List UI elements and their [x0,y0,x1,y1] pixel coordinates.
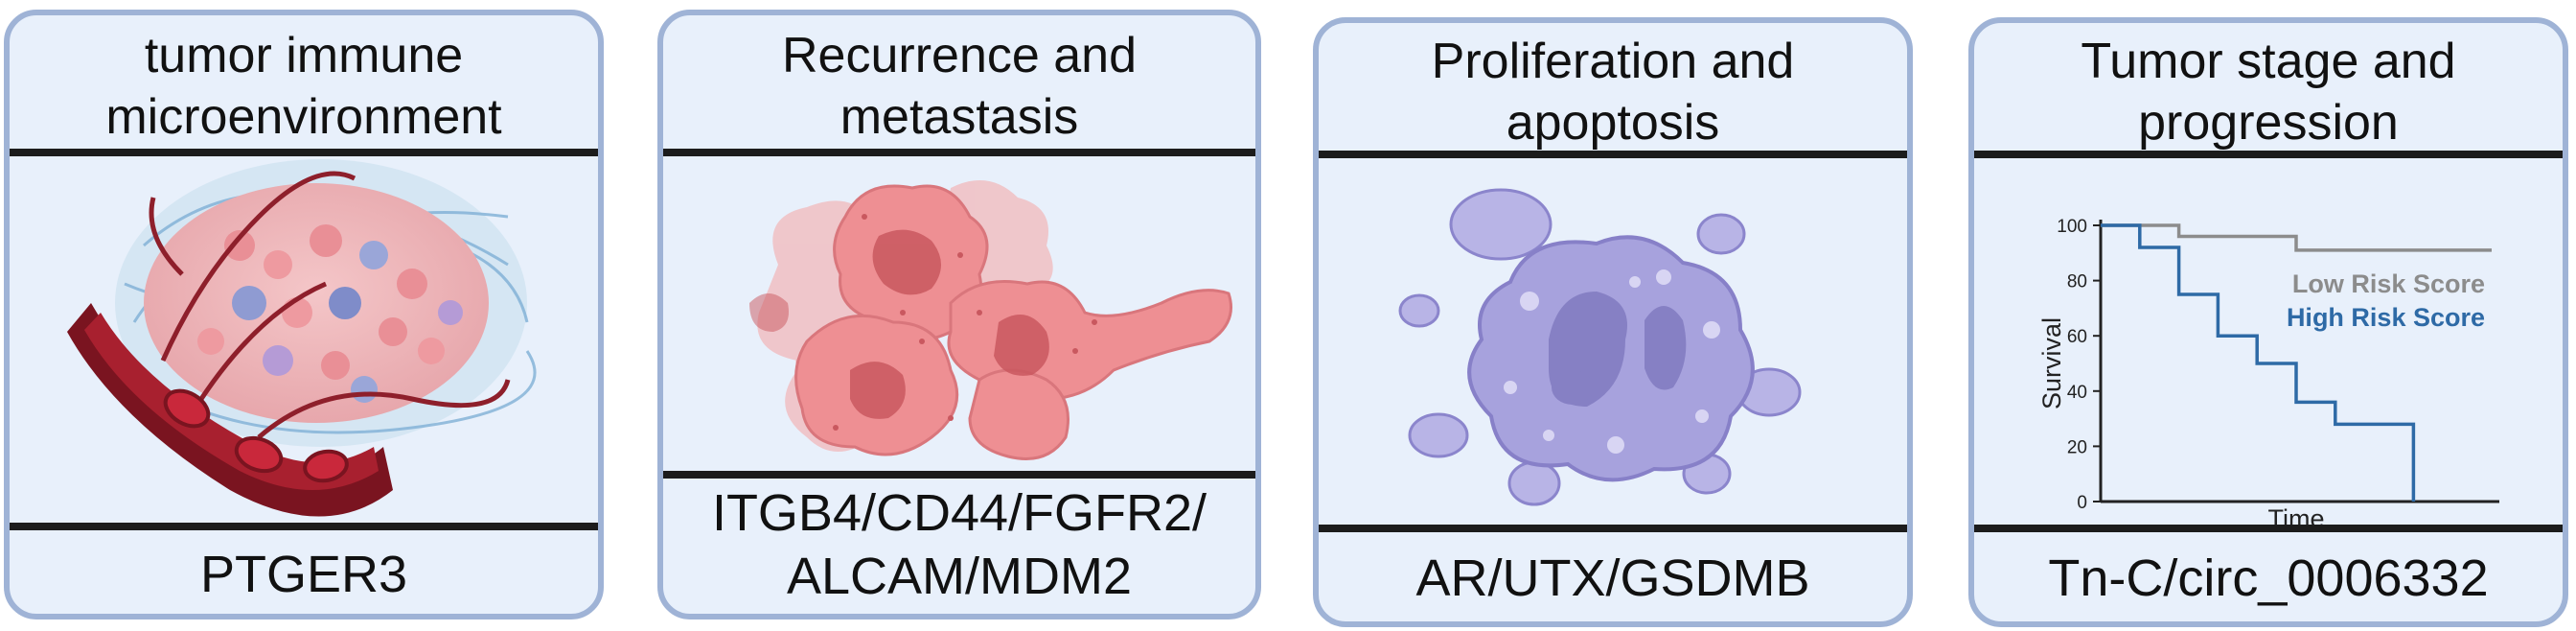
divider-bottom [1319,525,1907,532]
y-tick-label: 80 [2067,272,2087,292]
y-tick-label: 40 [2067,383,2087,403]
panel-tumor-stage-progression: Tumor stage and progression 0 20 40 60 80 100… [1968,17,2568,627]
y-tick-label: 60 [2067,327,2087,347]
divider-top [10,149,598,156]
divider-bottom [10,523,598,530]
panel-title: Tumor stage and progression [2081,34,2456,151]
apoptotic-cell-icon [1319,167,1907,531]
y-axis-label: Survival [2037,317,2066,409]
legend-high-risk: High Risk Score [2287,303,2485,332]
panel-tumor-immune-microenvironment: tumor immune microenvironment [4,10,604,619]
y-tick-label: 20 [2067,437,2087,457]
panel-proliferation-apoptosis: Proliferation and apoptosis AR/UTX/GSDMB [1313,17,1913,627]
series-low-risk-line [2101,223,2492,252]
marker-label: ITGB4/CD44/FGFR2/ ALCAM/MDM2 [711,484,1208,605]
divider-top [1319,151,1907,158]
divider-bottom [1974,525,2563,532]
divider-top [663,149,1255,156]
y-tick-label: 0 [2077,493,2087,513]
legend-low-risk: Low Risk Score [2292,269,2485,298]
tumor-immune-microenvironment-icon [10,159,598,524]
divider-top [1974,151,2563,158]
y-tick-label: 100 [2057,217,2087,237]
divider-bottom [663,471,1255,479]
metastasis-cells-icon [663,159,1255,476]
marker-label: AR/UTX/GSDMB [1415,549,1810,607]
panel-title: Recurrence and metastasis [782,28,1137,145]
marker-label: PTGER3 [199,546,408,603]
panel-title: Proliferation and apoptosis [1431,34,1795,151]
panel-recurrence-metastasis: Recurrence and metastasis [657,10,1261,619]
marker-label: Tn-C/circ_0006332 [2048,549,2489,607]
series-high-risk-line [2101,223,2416,502]
panel-title: tumor immune microenvironment [105,28,502,145]
